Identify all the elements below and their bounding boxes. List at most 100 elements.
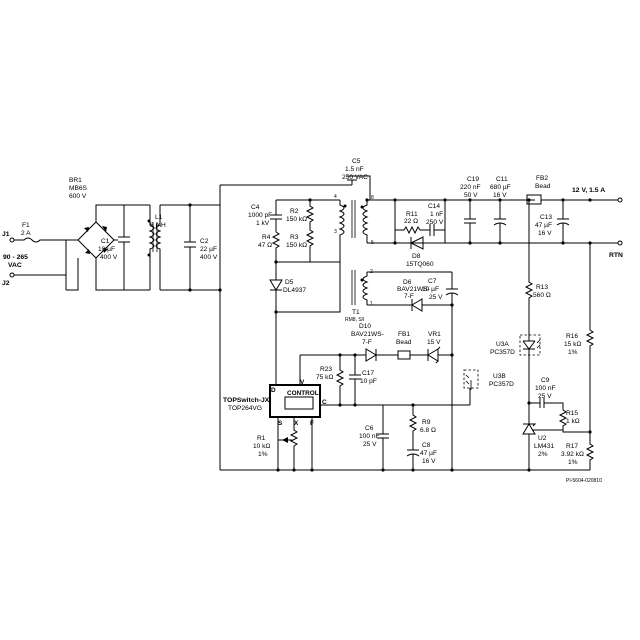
svg-text:1%: 1% [568,349,578,356]
input-voltage-label: 90 - 265 [3,254,28,261]
svg-text:C19: C19 [467,176,479,183]
diode-d10: D10 BAV21WS- 7-F [351,323,398,362]
capacitor-c9: C9 100 nF 25 V [529,377,564,410]
svg-text:T1: T1 [352,309,360,316]
svg-text:47 µF: 47 µF [535,222,552,229]
j1-label: J1 [2,231,10,238]
svg-text:1000 pF: 1000 pF [248,212,272,219]
input-vac-label: VAC [8,262,22,269]
svg-text:22 µF: 22 µF [200,246,217,253]
capacitor-c8: C8 47 µF 16 V [406,442,437,470]
resistor-r11: R11 22 Ω [394,200,423,235]
svg-text:S: S [278,420,283,427]
svg-text:400 V: 400 V [200,254,218,261]
svg-text:15TQ060: 15TQ060 [406,261,434,268]
svg-text:15 kΩ: 15 kΩ [564,341,581,348]
svg-text:4: 4 [334,194,337,200]
output-return-label: RTN [609,252,623,259]
svg-text:150 kΩ: 150 kΩ [286,242,307,249]
controller-u1: CONTROL D V C S X F TOPSwitch-JX TOP264V… [223,379,327,427]
resistor-r23: R23 75 kΩ [316,355,345,405]
svg-text:FB1: FB1 [398,331,410,338]
svg-text:1: 1 [370,301,373,307]
optocoupler-u3a: U3A PC357D [490,334,541,356]
j2-label: J2 [2,280,10,287]
capacitor-c13: C13 47 µF 16 V [535,200,570,243]
svg-text:25 V: 25 V [429,294,443,301]
svg-text:25 V: 25 V [363,441,377,448]
resistor-r4: R4 47 Ω [258,231,281,262]
fuse-f1: F1 2 A [14,222,66,243]
svg-text:TOP264VG: TOP264VG [228,405,262,412]
svg-text:50 V: 50 V [464,192,478,199]
svg-text:C11: C11 [496,176,508,183]
capacitor-c6: C6 100 nF 25 V [359,405,389,470]
resistor-r2: R2 150 kΩ [286,200,315,226]
svg-text:C: C [322,399,327,406]
svg-text:L1: L1 [155,214,163,221]
svg-text:10 µF: 10 µF [422,286,439,293]
svg-text:220 nF: 220 nF [460,184,481,191]
svg-text:C7: C7 [428,278,437,285]
svg-text:LM431: LM431 [534,443,554,450]
drain-node-wire [276,240,341,313]
capacitor-c11: C11 680 µF 16 V [490,176,511,243]
svg-text:600 V: 600 V [69,193,87,200]
optocoupler-u3b: U3B PC357D [463,369,514,405]
svg-text:6.8 Ω: 6.8 Ω [420,427,436,434]
svg-text:BAV21WS-: BAV21WS- [351,331,384,338]
output-terminals: 12 V, 1.5 A RTN [572,187,623,259]
ferrite-bead-fb1: FB1 Bead [396,331,428,360]
svg-text:7-F: 7-F [404,293,414,300]
svg-text:F1: F1 [22,222,30,229]
svg-text:R1: R1 [257,435,266,442]
svg-text:TOPSwitch-JX: TOPSwitch-JX [223,397,270,404]
svg-text:C14: C14 [428,203,440,210]
svg-text:DL4937: DL4937 [283,287,306,294]
capacitor-c1: C1 10 µF 400 V [98,205,130,290]
svg-text:R16: R16 [566,333,578,340]
svg-text:25 V: 25 V [538,393,552,400]
svg-text:C8: C8 [422,442,431,449]
svg-text:U3A: U3A [496,341,509,348]
resistor-r17: R17 3.92 kΩ 1% [561,432,595,470]
svg-text:10 kΩ: 10 kΩ [253,443,270,450]
svg-text:47 Ω: 47 Ω [258,242,272,249]
j2-terminal [9,272,15,278]
svg-text:R13: R13 [536,284,548,291]
svg-text:16 V: 16 V [538,230,552,237]
svg-text:PC357D: PC357D [489,381,514,388]
svg-text:Bead: Bead [535,183,551,190]
svg-text:R3: R3 [290,234,299,241]
svg-text:400 V: 400 V [100,254,118,261]
capacitor-c5: C5 1.5 nF 250 VAC [342,158,371,200]
svg-text:D10: D10 [359,323,371,330]
resistor-r1: R1 10 kΩ 1% [253,435,270,458]
svg-text:U2: U2 [538,435,547,442]
inductor-l1: L1 8 mH [124,204,220,291]
svg-text:C1: C1 [101,238,110,245]
output-return-terminal [617,240,623,246]
svg-text:C6: C6 [365,425,374,432]
svg-text:BR1: BR1 [69,177,82,184]
svg-text:8 mH: 8 mH [150,222,166,229]
svg-text:Bead: Bead [396,339,412,346]
svg-text:CONTROL: CONTROL [287,390,319,397]
svg-text:R17: R17 [566,443,578,450]
svg-text:D: D [271,387,276,394]
resistor-r13: R13 560 Ω [524,200,551,335]
svg-text:15 V: 15 V [427,339,441,346]
svg-text:2 A: 2 A [21,230,31,237]
svg-text:C2: C2 [200,238,209,245]
svg-text:U3B: U3B [493,373,506,380]
drawing-id: PI-5604-020810 [566,478,602,484]
shunt-regulator-u2: U2 LM431 2% [522,403,563,470]
svg-text:1 nF: 1 nF [430,211,443,218]
diode-d6: D6 BAV21WS- 7-F [367,279,452,312]
svg-text:100 nF: 100 nF [535,385,556,392]
output-voltage-label: 12 V, 1.5 A [572,187,605,194]
svg-text:680 µF: 680 µF [490,184,511,191]
svg-text:C4: C4 [251,204,260,211]
capacitor-c4: C4 1000 pF 1 kV [248,200,282,232]
